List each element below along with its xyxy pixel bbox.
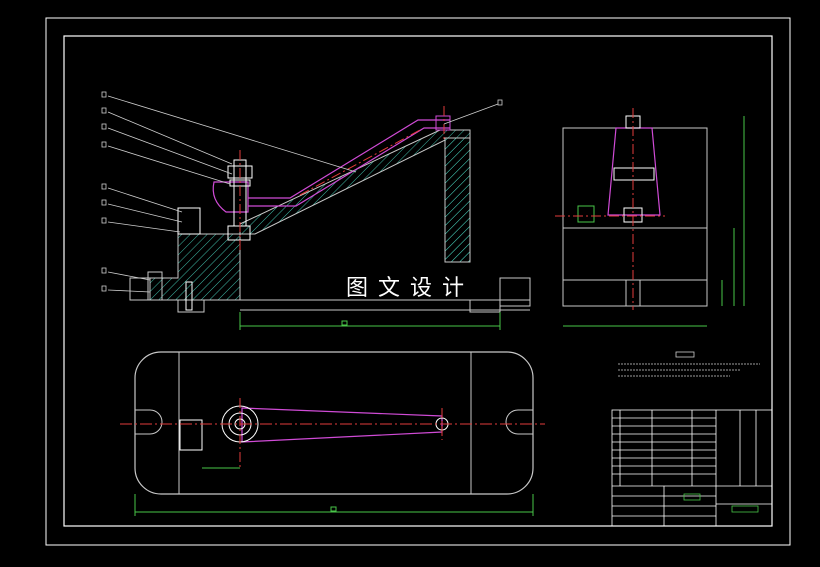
front-left-lug [129,277,151,301]
front-view [101,91,531,330]
sheet-outer-border [45,17,791,546]
top-view [120,351,545,516]
top-left-slot [135,409,163,435]
front-vertical-post [444,137,471,263]
side-locator [577,205,595,223]
top-locator-block [179,419,203,451]
technical-notes [618,351,760,377]
front-clamp-knuckle [212,181,249,213]
sheet-inner-border [63,35,773,527]
front-dim-text [341,320,348,326]
top-base-plate [134,351,534,495]
front-leader-lines [107,95,499,293]
front-balloon-markers [101,91,503,292]
side-foot [562,279,708,307]
front-sloped-arm [239,129,471,263]
front-center-line-arm [299,129,421,196]
top-clamp-arm [241,407,443,443]
front-stud-base [227,225,251,241]
front-top-clamp-pad [435,115,451,131]
top-right-slot [505,409,533,435]
top-dim-text [330,506,337,512]
front-right-slot [469,299,501,313]
front-locator-pin [185,281,193,311]
watermark-text: 图文设计 [346,276,475,301]
side-knurled-nut [613,167,655,181]
front-right-foot [499,277,531,307]
title-block [611,409,773,527]
side-view [555,108,745,327]
side-base [562,227,708,281]
front-clamp-link [248,119,450,207]
